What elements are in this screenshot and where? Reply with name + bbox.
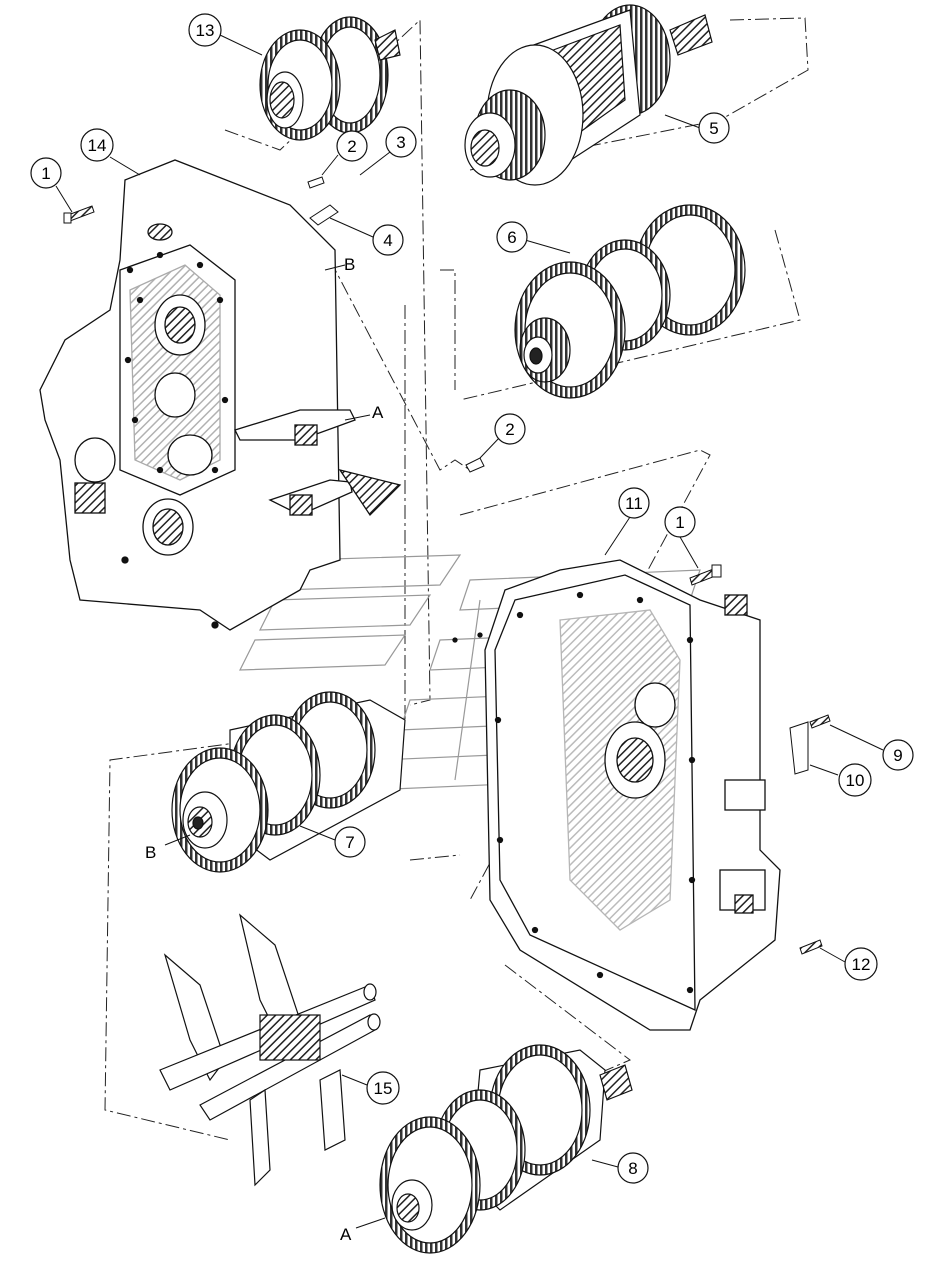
bolt-1-lower	[689, 564, 722, 586]
callout-2-top: 2	[336, 130, 368, 162]
clutch-assembly-5	[464, 4, 713, 186]
plate-4	[309, 204, 339, 226]
dowel-pin-2-mid	[465, 457, 485, 473]
callout-5: 5	[698, 112, 730, 144]
callout-15: 15	[366, 1071, 400, 1105]
callout-7: 7	[334, 826, 366, 858]
callout-13: 13	[188, 13, 222, 47]
shift-fork-assembly-15	[159, 913, 381, 1187]
callout-label: 2	[347, 137, 356, 156]
gear-assembly-13	[259, 16, 401, 141]
callout-14: 14	[80, 128, 114, 162]
callout-label: 12	[852, 955, 871, 974]
callout-label: 9	[893, 746, 902, 765]
leader-lines	[55, 34, 884, 1229]
callout-label: 6	[507, 228, 516, 247]
callout-label: 3	[396, 133, 405, 152]
callout-label: 15	[374, 1079, 393, 1098]
bolt-9	[809, 714, 831, 729]
bracket-10	[789, 721, 809, 775]
cluster-gear-6	[514, 204, 746, 399]
letter-b-housing: B	[344, 255, 355, 274]
gear-assembly-8	[379, 1044, 633, 1254]
transmission-housing-14	[39, 159, 402, 631]
callout-label: 13	[196, 21, 215, 40]
letter-a-shaft: A	[340, 1225, 352, 1244]
callout-11: 11	[618, 487, 650, 519]
callout-3: 3	[385, 126, 417, 158]
letter-a-housing: A	[372, 403, 384, 422]
callout-label: 1	[41, 164, 50, 183]
callout-6: 6	[496, 221, 528, 253]
callout-label: 14	[88, 136, 107, 155]
gear-assembly-7	[171, 691, 406, 873]
callout-label: 8	[628, 1159, 637, 1178]
callout-9: 9	[882, 739, 914, 771]
dowel-pin-2-top	[307, 176, 325, 189]
reference-letters: A A B B	[145, 255, 384, 1244]
callout-label: 10	[846, 771, 865, 790]
rear-cover-11	[452, 559, 781, 1031]
callout-label: 4	[383, 231, 392, 250]
callout-label: 11	[625, 494, 643, 513]
callout-10: 10	[838, 763, 872, 797]
callout-8: 8	[617, 1152, 649, 1184]
callout-4: 4	[372, 224, 404, 256]
letter-b-shaft: B	[145, 843, 156, 862]
callout-1-lower: 1	[664, 506, 696, 538]
callout-label: 1	[675, 513, 684, 532]
callout-2-mid: 2	[494, 413, 526, 445]
bolt-12	[799, 939, 823, 955]
callout-label: 5	[709, 119, 718, 138]
callouts: 1 1 2 2 3 4 5 6 7 8 9 10 11 12 13 1	[30, 13, 914, 1184]
callout-label: 2	[505, 420, 514, 439]
callout-1-top: 1	[30, 157, 62, 189]
bolt-1-top	[63, 205, 95, 224]
callout-12: 12	[844, 947, 878, 981]
callout-label: 7	[345, 833, 354, 852]
